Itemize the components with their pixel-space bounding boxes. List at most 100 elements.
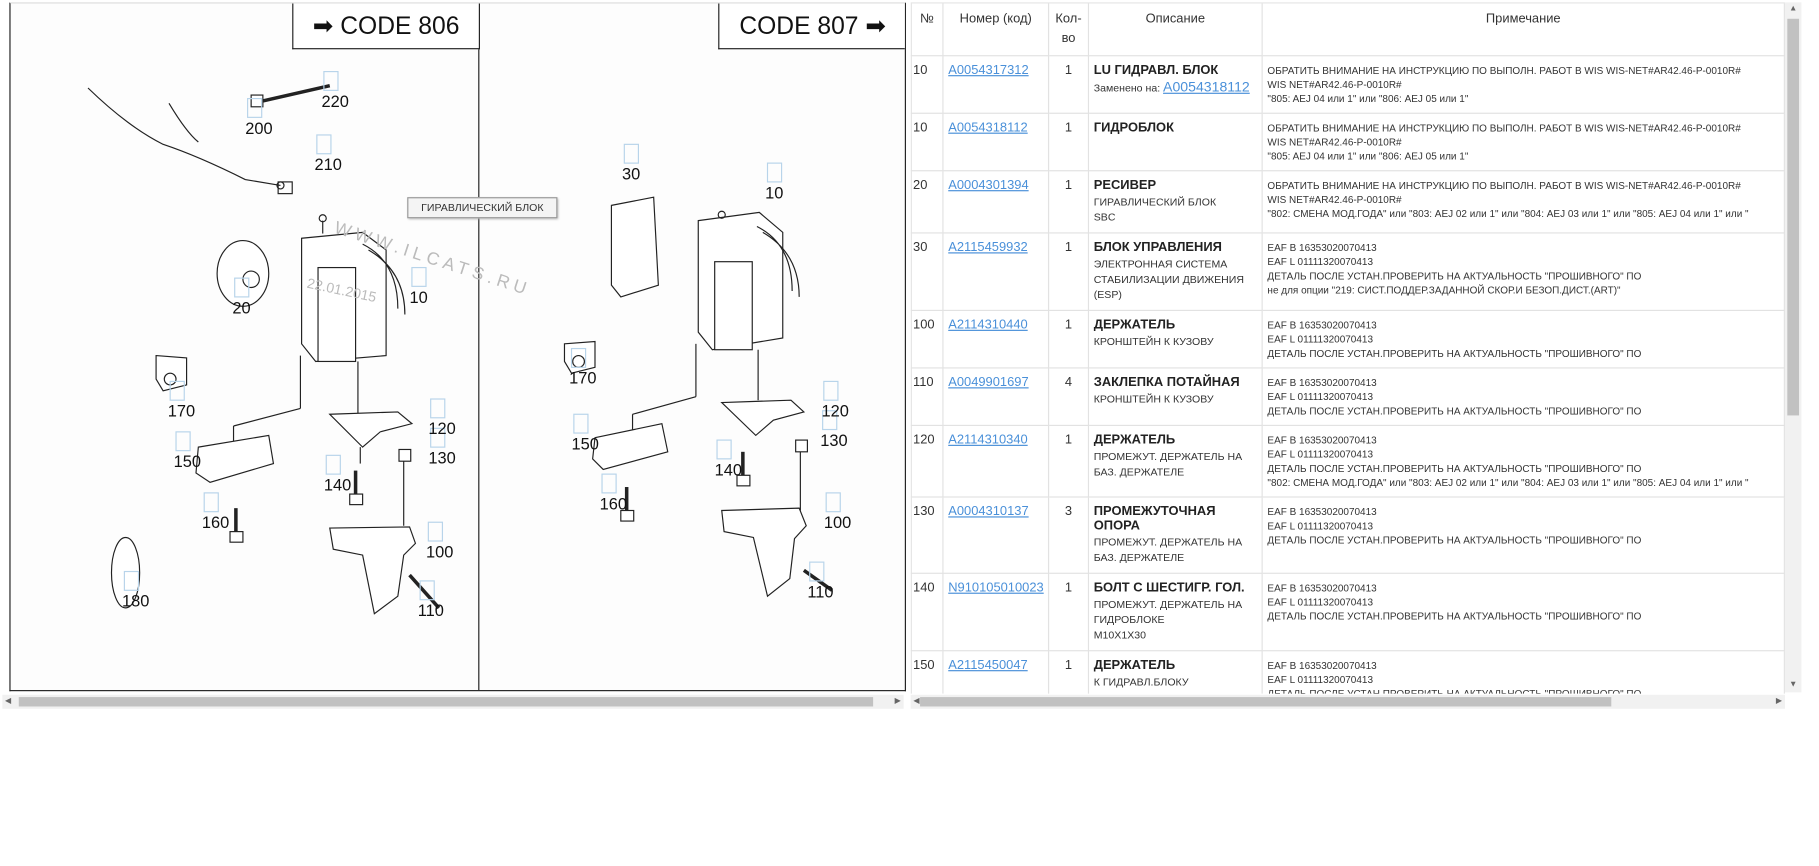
scroll-right-icon[interactable]: ▶ bbox=[1775, 697, 1783, 706]
callout-left-140[interactable]: 140 bbox=[324, 477, 351, 495]
part-code-link[interactable]: A0054317312 bbox=[948, 63, 1029, 78]
callout-left-180[interactable]: 180 bbox=[122, 593, 149, 611]
arrow-right-icon: ➡ bbox=[312, 12, 341, 40]
part-code-link[interactable]: N910105010023 bbox=[948, 580, 1044, 595]
part-code-link[interactable]: A0004310137 bbox=[948, 504, 1029, 519]
callout-hotspot[interactable] bbox=[822, 410, 838, 431]
part-code-link[interactable]: A2114310440 bbox=[948, 318, 1028, 333]
note-line: WIS NET#AR42.46-P-0010R# bbox=[1267, 136, 1402, 148]
callout-left-160[interactable]: 160 bbox=[202, 514, 229, 532]
callout-left-10[interactable]: 10 bbox=[410, 289, 428, 307]
diagram-horizontal-scrollbar[interactable]: ◀ ▶ bbox=[2, 694, 904, 709]
callout-right-30[interactable]: 30 bbox=[622, 166, 640, 184]
note-line: EAF L 01111320070413 bbox=[1267, 448, 1374, 461]
callout-right-160[interactable]: 160 bbox=[600, 495, 627, 513]
callout-right-140[interactable]: 140 bbox=[715, 461, 742, 479]
callout-hotspot[interactable] bbox=[419, 580, 435, 601]
description-line: ЭЛЕКТРОННАЯ СИСТЕМА bbox=[1093, 258, 1228, 270]
scrollbar-thumb[interactable] bbox=[1787, 18, 1800, 416]
callout-hotspot[interactable] bbox=[175, 431, 191, 452]
callout-hotspot[interactable] bbox=[809, 561, 825, 582]
scroll-right-icon[interactable]: ▶ bbox=[894, 697, 901, 706]
callout-left-130[interactable]: 130 bbox=[428, 450, 455, 468]
scroll-left-icon[interactable]: ◀ bbox=[913, 697, 920, 706]
callout-left-110[interactable]: 110 bbox=[418, 602, 444, 620]
scroll-up-icon[interactable]: ▲ bbox=[1789, 4, 1798, 13]
callout-hotspot[interactable] bbox=[323, 70, 339, 91]
table-vertical-scrollbar[interactable]: ▲ ▼ bbox=[1784, 2, 1802, 693]
row-number: 10 bbox=[910, 112, 944, 172]
part-code-cell: A2114310340 bbox=[942, 424, 1050, 498]
callout-left-210[interactable]: 210 bbox=[315, 156, 342, 174]
note-line: EAF B 16353020070413 bbox=[1267, 505, 1377, 518]
description-title: ДЕРЖАТЕЛЬ bbox=[1093, 433, 1176, 448]
callout-hotspot[interactable] bbox=[570, 347, 587, 368]
description-line: (ESP) bbox=[1093, 288, 1122, 301]
scroll-down-icon[interactable]: ▼ bbox=[1789, 680, 1798, 689]
replaced-label: Заменено на: bbox=[1093, 82, 1164, 94]
callout-hotspot[interactable] bbox=[766, 162, 783, 183]
callout-right-120[interactable]: 120 bbox=[821, 403, 848, 421]
note-line: "802: СМЕНА МОД.ГОДА" или "803: AEJ 02 и… bbox=[1267, 207, 1749, 220]
description-line: БАЗ. ДЕРЖАТЕЛЕ bbox=[1093, 551, 1185, 564]
note-line: ДЕТАЛЬ ПОСЛЕ УСТАН.ПРОВЕРИТЬ НА АКТУАЛЬН… bbox=[1267, 533, 1642, 546]
callout-left-150[interactable]: 150 bbox=[174, 453, 201, 471]
callout-left-170[interactable]: 170 bbox=[168, 403, 195, 421]
table-horizontal-scrollbar[interactable]: ◀ ▶ bbox=[910, 694, 1785, 709]
scrollbar-thumb[interactable] bbox=[18, 697, 874, 707]
part-code-link[interactable]: A0004301394 bbox=[948, 178, 1029, 193]
callout-right-100[interactable]: 100 bbox=[824, 514, 851, 532]
callout-hotspot[interactable] bbox=[430, 427, 446, 448]
note-cell: ОБРАТИТЬ ВНИМАНИЕ НА ИНСТРУКЦИЮ ПО ВЫПОЛ… bbox=[1261, 170, 1785, 234]
callout-left-220[interactable]: 220 bbox=[322, 93, 349, 111]
callout-right-130[interactable]: 130 bbox=[820, 432, 847, 450]
callout-hotspot[interactable] bbox=[325, 454, 341, 475]
part-code-link[interactable]: A0054318112 bbox=[948, 120, 1028, 135]
callout-left-120[interactable]: 120 bbox=[428, 420, 455, 438]
callout-hotspot[interactable] bbox=[427, 521, 444, 542]
callout-left-20[interactable]: 20 bbox=[232, 299, 250, 317]
note-line: ДЕТАЛЬ ПОСЛЕ УСТАН.ПРОВЕРИТЬ НА АКТУАЛЬН… bbox=[1267, 687, 1779, 694]
callout-hotspot[interactable] bbox=[623, 143, 639, 164]
part-code-link[interactable]: A2114310340 bbox=[948, 433, 1028, 448]
callout-right-110[interactable]: 110 bbox=[807, 583, 833, 601]
part-code-link[interactable]: A0049901697 bbox=[948, 375, 1029, 390]
callout-hotspot[interactable] bbox=[825, 492, 841, 513]
replacement-link[interactable]: A0054318112 bbox=[1163, 78, 1250, 96]
part-code-cell: N910105010023 bbox=[942, 572, 1050, 652]
callout-hotspot[interactable] bbox=[573, 413, 589, 434]
description-title: БОЛТ С ШЕСТИГР. ГОЛ. bbox=[1093, 580, 1245, 595]
description-title: ДЕРЖАТЕЛЬ bbox=[1093, 658, 1176, 673]
callout-hotspot[interactable] bbox=[823, 380, 839, 401]
scrollbar-thumb[interactable] bbox=[920, 697, 1612, 707]
callout-hotspot[interactable] bbox=[716, 439, 732, 460]
description-title: ПРОМЕЖУТОЧНАЯ ОПОРА bbox=[1093, 504, 1216, 533]
callout-hotspot[interactable] bbox=[430, 398, 446, 419]
header-description: Описание bbox=[1087, 3, 1263, 57]
callout-right-150[interactable]: 150 bbox=[572, 435, 599, 453]
note-line: ДЕТАЛЬ ПОСЛЕ УСТАН.ПРОВЕРИТЬ НА АКТУАЛЬН… bbox=[1267, 462, 1642, 475]
callout-left-200[interactable]: 200 bbox=[245, 120, 272, 138]
callout-hotspot[interactable] bbox=[169, 380, 185, 401]
note-line: EAF B 16353020070413 bbox=[1267, 582, 1377, 594]
callout-hotspot[interactable] bbox=[203, 492, 219, 513]
callout-left-100[interactable]: 100 bbox=[426, 543, 453, 561]
description-cell: БОЛТ С ШЕСТИГР. ГОЛ.ПРОМЕЖУТ. ДЕРЖАТЕЛЬ … bbox=[1087, 572, 1263, 652]
callout-hotspot[interactable] bbox=[247, 97, 263, 118]
callout-right-10[interactable]: 10 bbox=[765, 184, 783, 202]
note-line: EAF L 01111320070413 bbox=[1267, 596, 1374, 608]
callout-hotspot[interactable] bbox=[123, 570, 140, 591]
part-code-link[interactable]: A2115450047 bbox=[948, 658, 1028, 673]
code-807-text: CODE 807 bbox=[739, 12, 859, 40]
callout-hotspot[interactable] bbox=[601, 473, 617, 494]
callout-hotspot[interactable] bbox=[411, 266, 427, 287]
scroll-left-icon[interactable]: ◀ bbox=[5, 697, 12, 706]
callout-hotspot[interactable] bbox=[316, 134, 332, 155]
callout-right-170[interactable]: 170 bbox=[569, 370, 596, 388]
callout-hotspot[interactable] bbox=[234, 277, 250, 298]
part-code-link[interactable]: A2115459932 bbox=[948, 240, 1028, 255]
